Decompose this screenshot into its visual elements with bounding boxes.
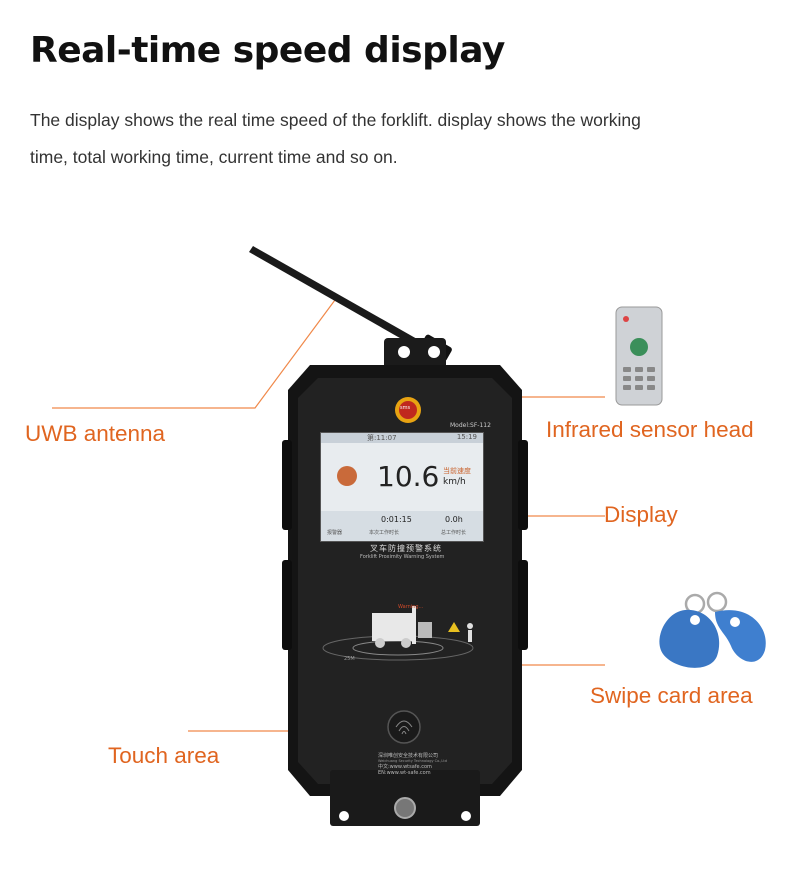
model-label: Model:SF-112 bbox=[450, 422, 491, 429]
current-work-time: 0:01:15 bbox=[381, 515, 412, 524]
dpad-icon bbox=[630, 338, 648, 356]
range-label: 25M bbox=[344, 656, 355, 662]
infrared-callout: Infrared sensor head bbox=[546, 417, 754, 442]
speed-value: 10.6 bbox=[377, 460, 440, 493]
total-work-time: 0.0h bbox=[445, 515, 463, 524]
antenna-callout: UWB antenna bbox=[25, 421, 166, 446]
forklift-icon bbox=[372, 613, 412, 641]
rfid-tags-image bbox=[659, 591, 766, 668]
logo-text: sms bbox=[400, 405, 411, 411]
remote-control-image bbox=[615, 306, 663, 406]
warning-triangle-icon bbox=[448, 622, 460, 632]
connector-port bbox=[394, 797, 416, 819]
alarm-label: 报警器 bbox=[327, 530, 343, 536]
speed-unit: km/h bbox=[443, 477, 466, 487]
system-name-en: Forklift Proximity Warning System bbox=[360, 554, 445, 560]
current-work-label: 本次工作时长 bbox=[369, 530, 400, 536]
swipe-callout: Swipe card area bbox=[590, 683, 753, 708]
alarm-icon bbox=[337, 466, 357, 486]
page-heading: Real-time speed display bbox=[30, 30, 505, 71]
total-work-label: 总工作时长 bbox=[441, 530, 467, 536]
screen-date: 第:11:07 bbox=[367, 434, 397, 442]
screen-clock: 15:19 bbox=[456, 433, 477, 441]
website-en: EN:www.wt-safe.com bbox=[378, 770, 431, 776]
website-cn: 中文:www.wtsafe.com bbox=[378, 764, 432, 770]
description-text: The display shows the real time speed of… bbox=[30, 110, 641, 167]
antenna-callout-line bbox=[52, 299, 336, 409]
display-callout: Display bbox=[604, 502, 678, 527]
rfid-tag-icon bbox=[659, 609, 720, 668]
system-name-cn: 叉车防撞预警系统 bbox=[370, 544, 442, 553]
rfid-tag-icon bbox=[715, 610, 766, 662]
company-en: Weichuang Security Technology Co.,Ltd bbox=[378, 759, 447, 763]
warning-label: Warning... bbox=[398, 604, 424, 610]
company-cn: 深圳唯创安全技术有限公司 bbox=[378, 753, 439, 759]
device-screen: 第:11:07 15:19 10.6 当前速度 km/h 0:01:15 本次工… bbox=[320, 432, 484, 542]
touch-callout: Touch area bbox=[108, 743, 220, 768]
speed-label: 当前速度 bbox=[443, 467, 471, 475]
